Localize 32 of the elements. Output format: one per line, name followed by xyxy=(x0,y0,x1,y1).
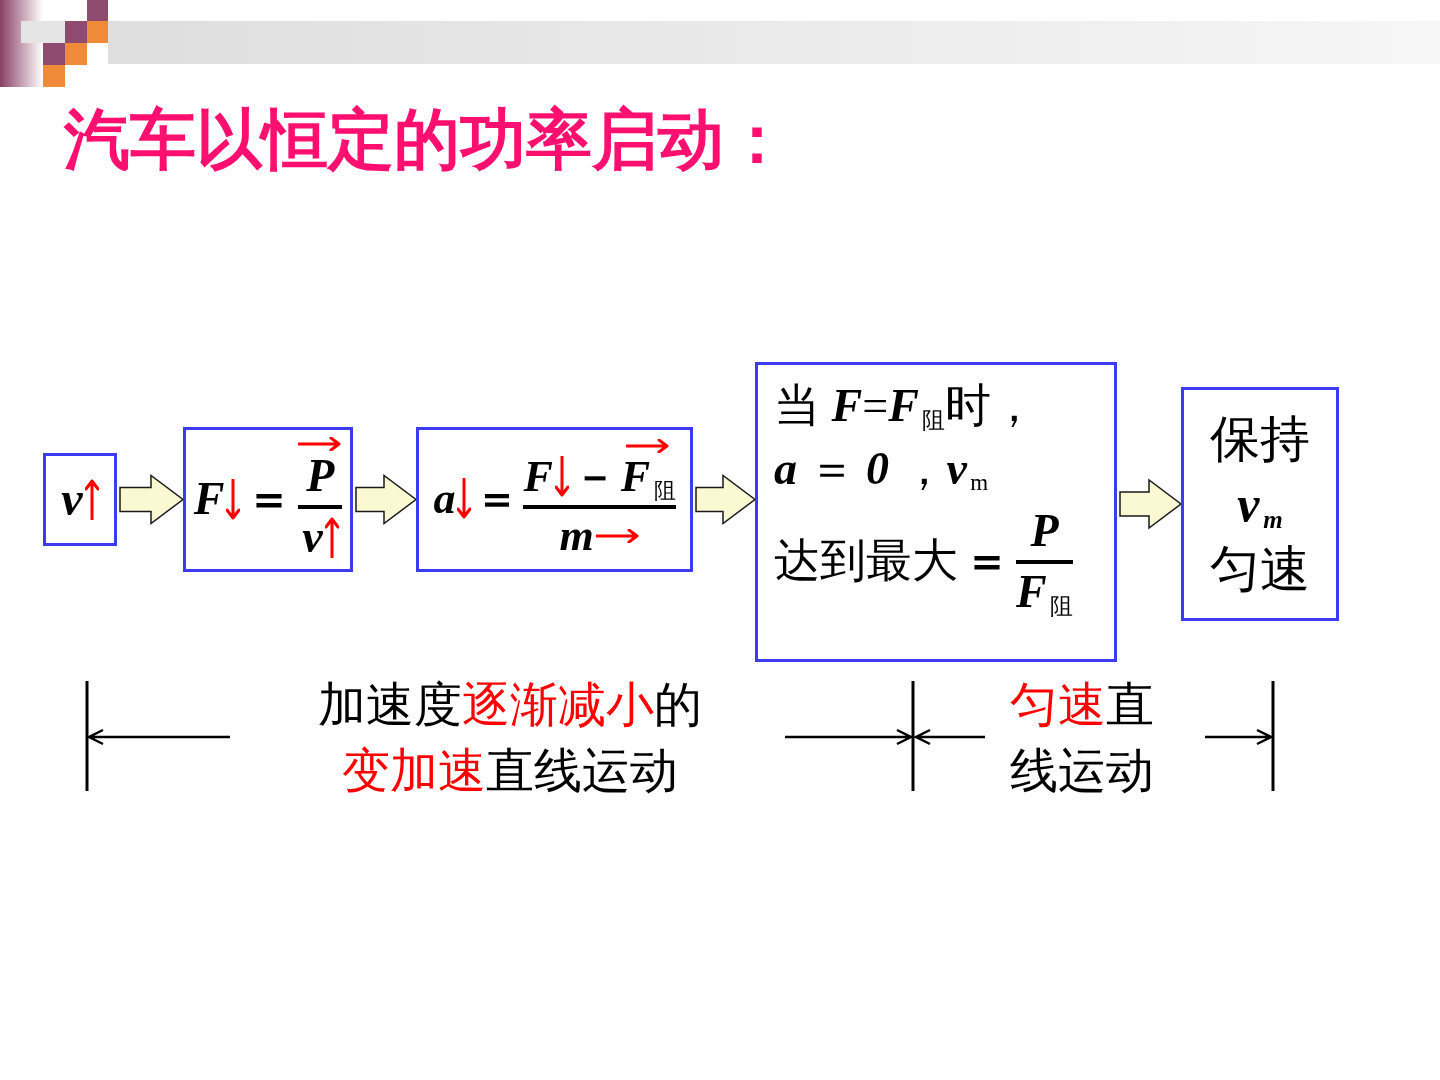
box-text: 匀速 xyxy=(1210,541,1310,597)
formula-text: a ＝ 0 ，v$_{m}$ xyxy=(774,443,989,495)
process-box xyxy=(43,453,117,546)
formula-variable: v$_{m}$ xyxy=(1237,476,1283,532)
operator-sign: ＝ xyxy=(246,474,293,525)
dimension-label: 加速度逐渐减小的变加速直线运动 xyxy=(317,677,703,799)
box-text: F$_{阻}$ xyxy=(620,453,676,502)
block-arrow xyxy=(355,474,418,525)
box-text: F$_{阻}$ xyxy=(1016,566,1074,618)
box-text: 保持 xyxy=(1210,411,1310,467)
process-box xyxy=(183,427,353,572)
formula-variable: a xyxy=(433,475,456,524)
formula-variable: v xyxy=(61,473,83,526)
process-box xyxy=(755,362,1117,662)
block-arrow xyxy=(695,474,757,525)
operator-sign: － xyxy=(572,453,617,502)
block-arrow xyxy=(1119,478,1183,530)
box-text: 当 F=F$_{阻}$时， xyxy=(774,381,1038,432)
operator-sign: ＝ xyxy=(475,475,520,524)
formula-variable: F xyxy=(523,453,553,502)
box-text: 达到最大 xyxy=(774,536,958,588)
formula-variable: P xyxy=(1030,506,1059,557)
block-arrow xyxy=(119,474,185,525)
operator-sign: ＝ xyxy=(964,536,1010,588)
process-box xyxy=(1181,387,1339,621)
formula-variable: P xyxy=(306,450,335,502)
dimension-label: 匀速直线运动 xyxy=(1009,677,1155,799)
slide-title: 汽车以恒定的功率启动： xyxy=(64,100,790,180)
process-box xyxy=(416,427,693,572)
formula-variable: v xyxy=(302,511,323,563)
formula-variable: F xyxy=(193,474,225,525)
formula-variable: m xyxy=(559,511,594,560)
